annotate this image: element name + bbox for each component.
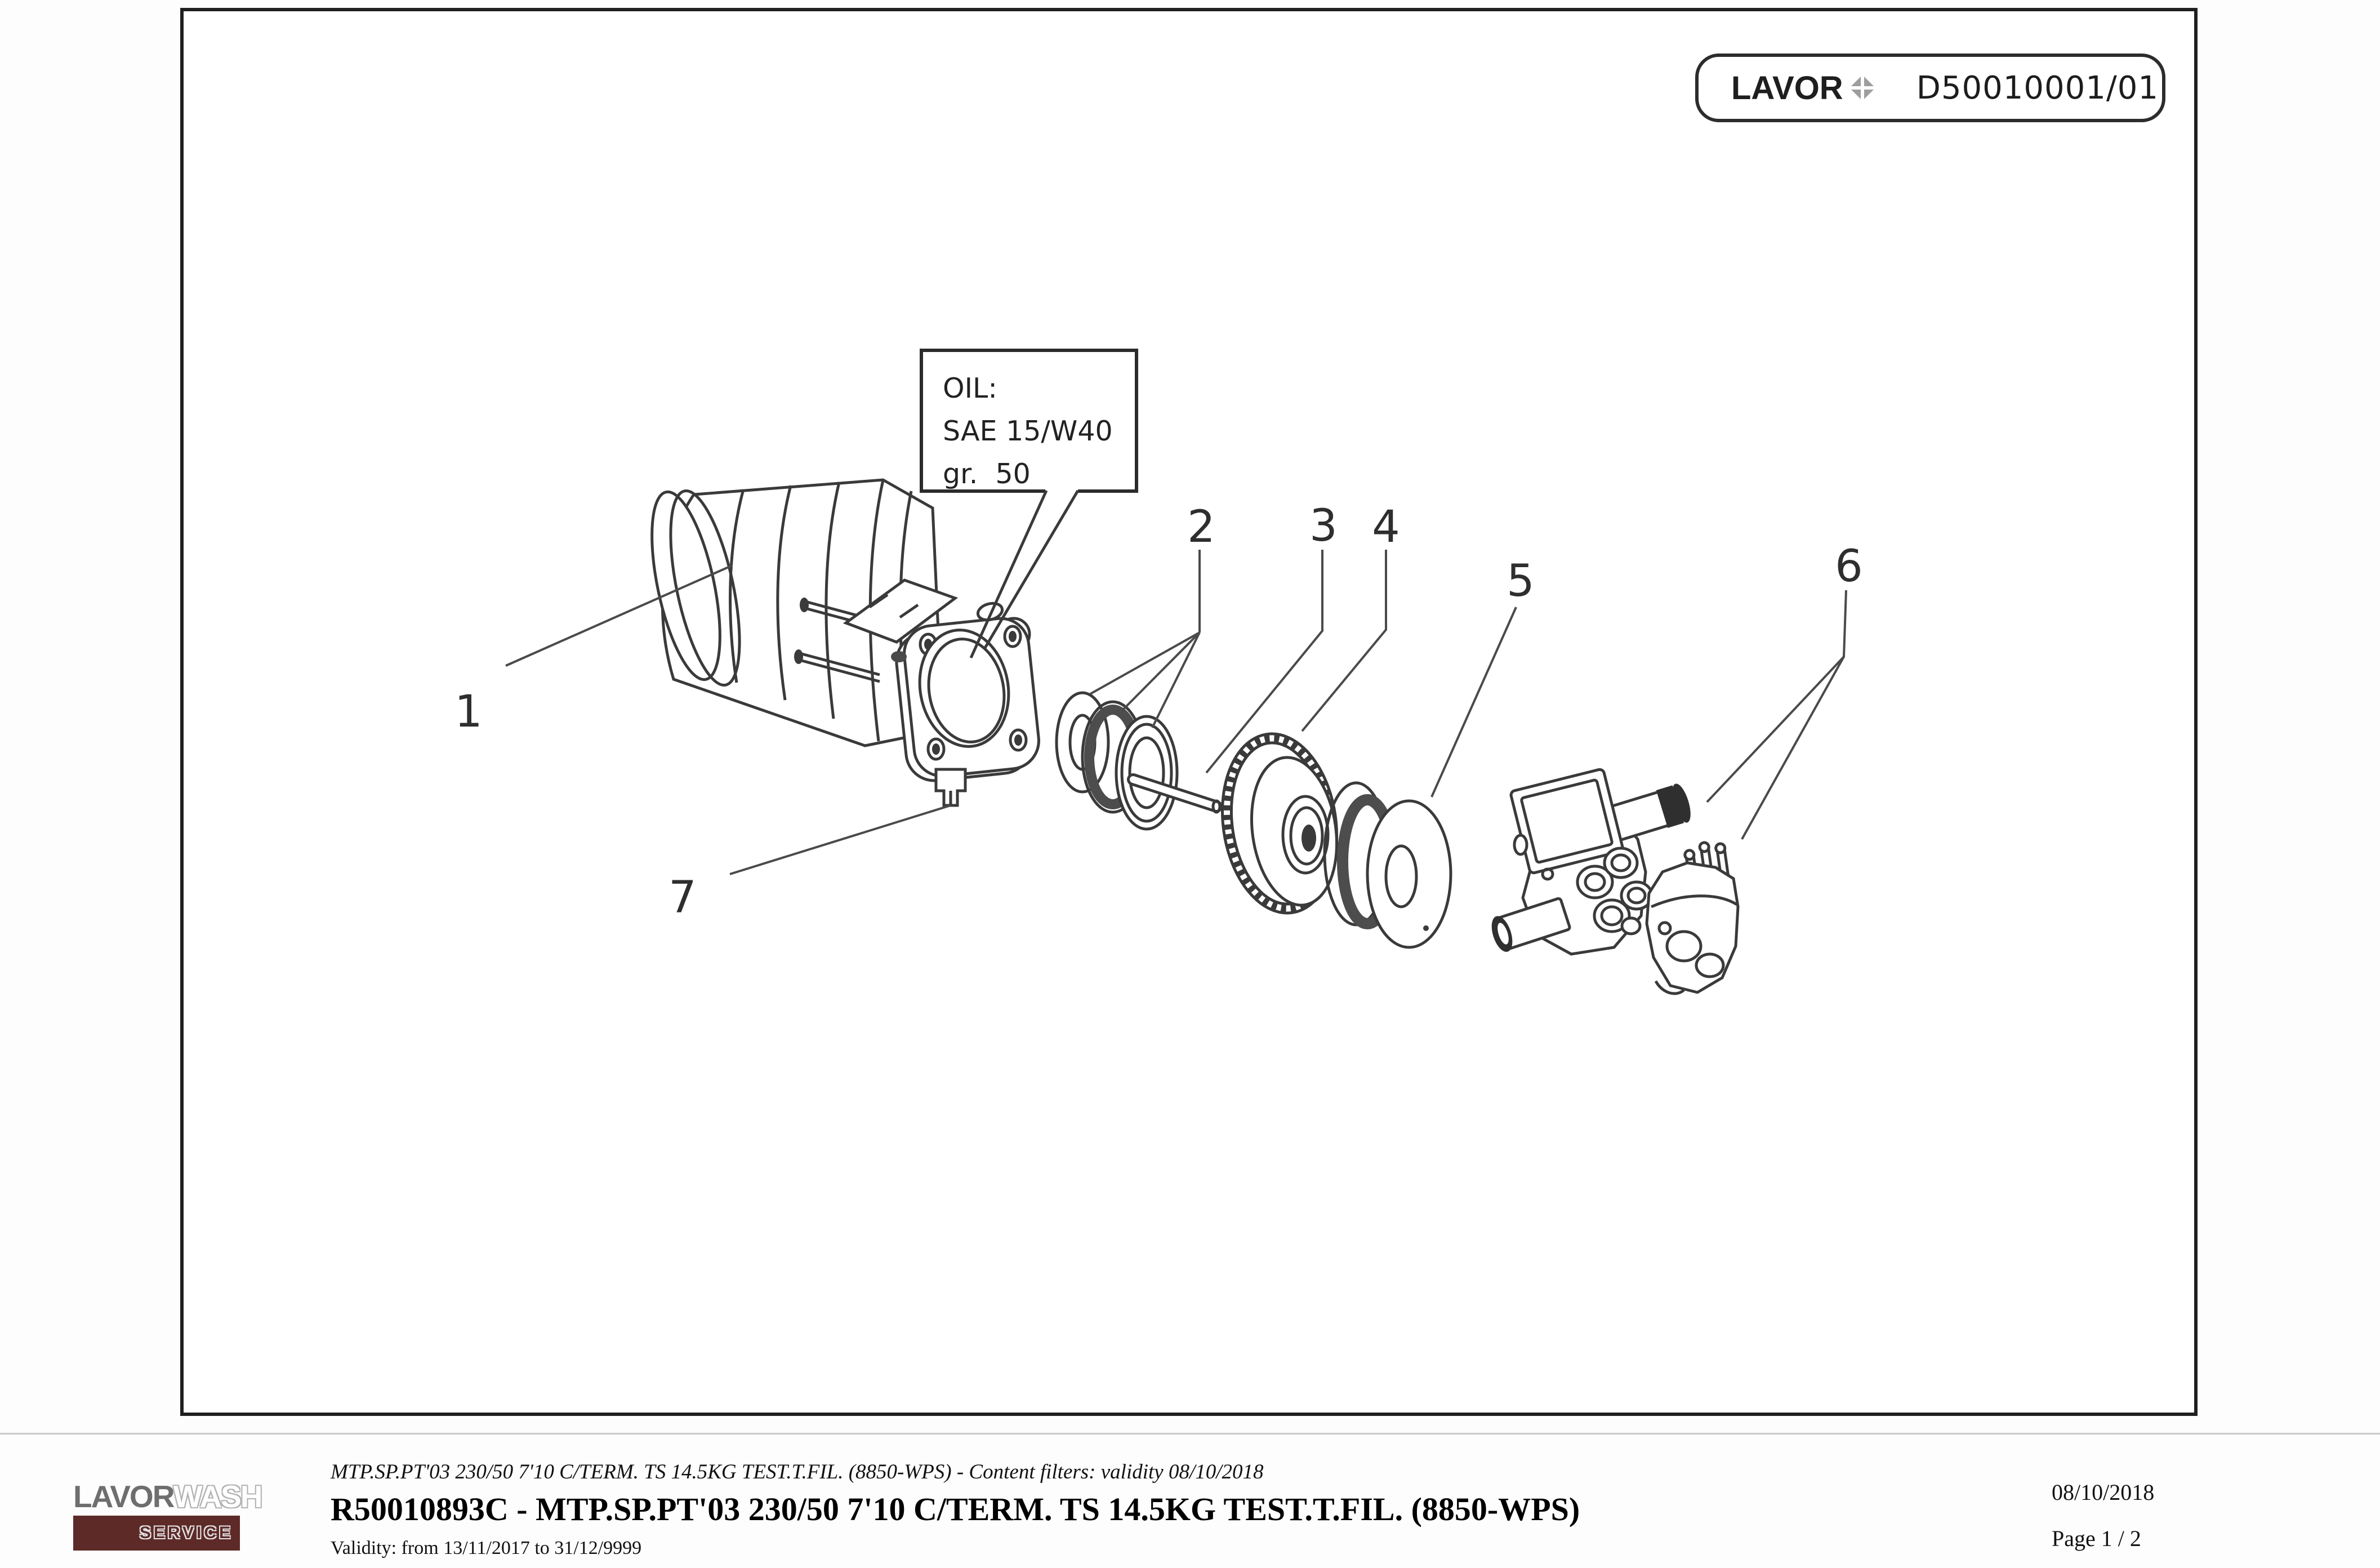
logo-text-wash: WASH: [173, 1479, 262, 1514]
leader-line-1: [505, 564, 733, 667]
washer-set: [1055, 691, 1179, 831]
crankcase-flange: [891, 602, 1040, 807]
callout-1: 1: [454, 687, 483, 737]
bottom-fitting: [934, 768, 967, 807]
oil-line-3: gr. 50: [943, 458, 1031, 490]
callout-6: 6: [1835, 541, 1863, 592]
leader-lines: [505, 550, 1847, 875]
logo-text-lavor: LAVOR: [73, 1479, 174, 1514]
footer-divider: [0, 1433, 2380, 1435]
callout-3: 3: [1309, 501, 1338, 551]
brand-logo-text: LAVOR: [1731, 69, 1843, 106]
valve-block: [1645, 841, 1740, 995]
content-filters-line: MTP.SP.PT'03 230/50 7'10 C/TERM. TS 14.5…: [331, 1460, 1264, 1484]
callout-2: 2: [1187, 502, 1215, 553]
callout-7: 7: [668, 872, 697, 923]
validity-line: Validity: from 13/11/2017 to 31/12/9999: [331, 1538, 642, 1558]
leader-line-3: [1205, 550, 1323, 774]
document-badge: LAVOR D50010001/01: [1695, 54, 2165, 122]
oil-callout: OIL: SAE 15/W40 gr. 50: [920, 349, 1138, 659]
pump-head: [1491, 768, 1691, 956]
leader-line-7: [729, 804, 951, 875]
print-date: 08/10/2018: [2052, 1480, 2155, 1505]
piston-disc-set: [1323, 781, 1452, 949]
oil-line-1: OIL:: [943, 372, 997, 404]
drawing-frame: [180, 8, 2198, 1416]
leader-line-6: [1706, 590, 1847, 840]
lavorwash-service-logo: LAVORWASH SERVICE: [73, 1479, 262, 1551]
leader-line-5: [1430, 607, 1517, 798]
page-indicator: Page 1 / 2: [2052, 1526, 2141, 1551]
oil-line-2: SAE 15/W40: [943, 415, 1113, 447]
motor-assembly: [650, 478, 959, 747]
pump-shaft: [1127, 773, 1223, 814]
wobble-gear: [1221, 732, 1339, 915]
callout-numbers: 1 2 3 4 5 6 7: [454, 501, 1863, 923]
leader-line-4: [1301, 550, 1387, 732]
lavorwash-wordmark: LAVORWASH: [73, 1479, 262, 1514]
service-label: SERVICE: [139, 1524, 233, 1542]
service-banner: SERVICE: [73, 1516, 240, 1551]
document-code: D50010001/01: [1916, 69, 2159, 106]
lavor-diamond-icon: [1848, 73, 1877, 103]
callout-5: 5: [1507, 556, 1535, 607]
document-title: R50010893C - MTP.SP.PT'03 230/50 7'10 C/…: [331, 1491, 1580, 1527]
callout-4: 4: [1372, 502, 1400, 553]
